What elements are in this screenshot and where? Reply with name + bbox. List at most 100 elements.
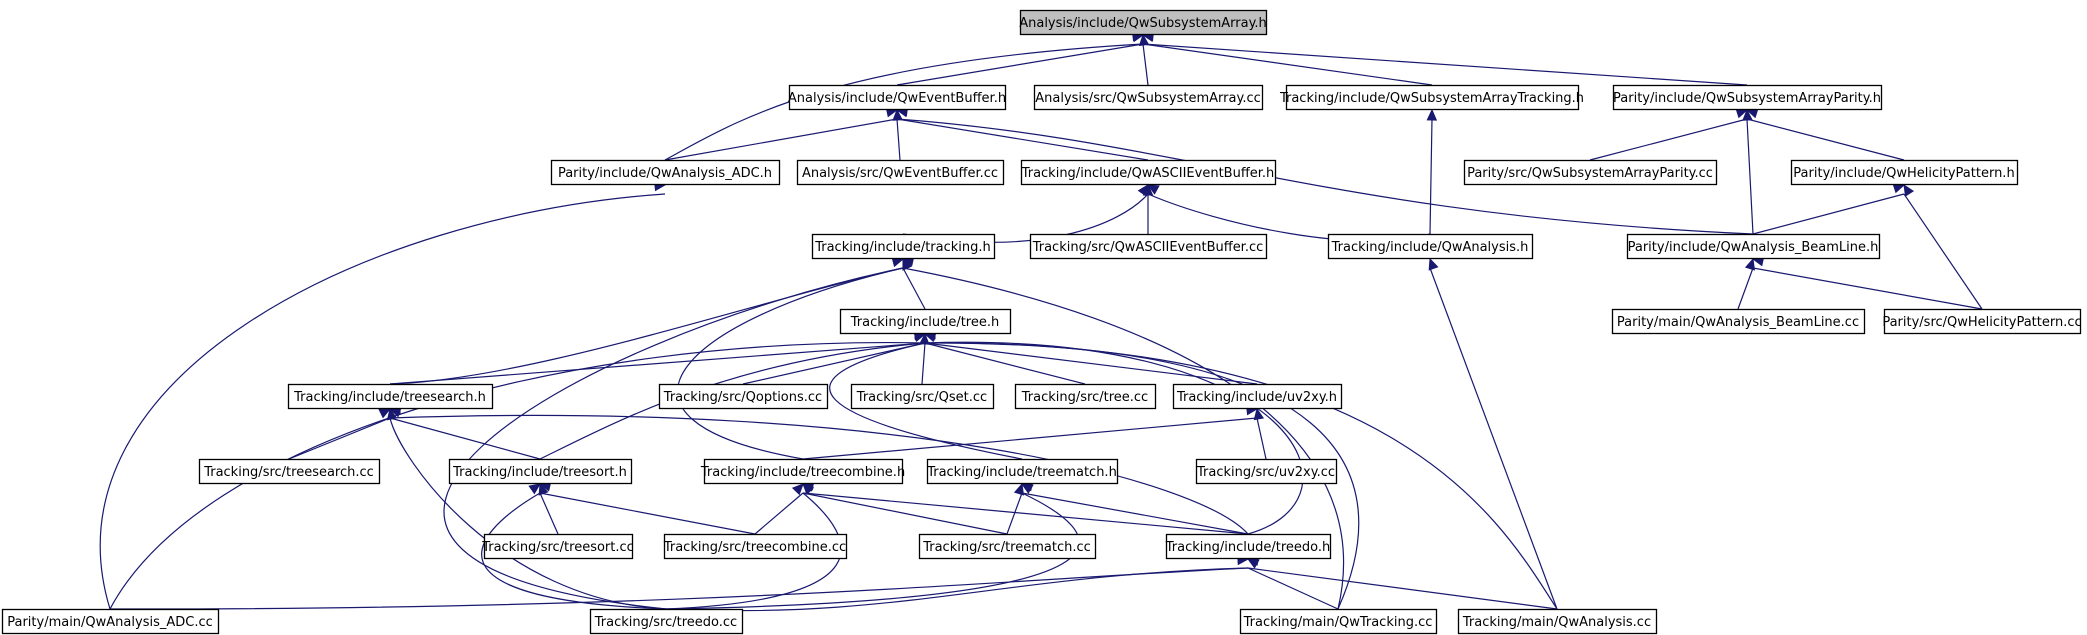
- node-label: Analysis/include/QwEventBuffer.h: [788, 91, 1006, 106]
- node-box[interactable]: [926, 458, 1119, 485]
- node-tracking-src-treesearch-cc[interactable]: Tracking/src/treesearch.cc: [198, 458, 381, 485]
- edge-n30-n25: [1020, 481, 1249, 535]
- node-tracking-src-treecombine-cc[interactable]: Tracking/src/treecombine.cc: [663, 533, 848, 560]
- node-box[interactable]: [448, 458, 633, 485]
- node-box[interactable]: [658, 383, 829, 410]
- node-tracking-src-treematch-cc[interactable]: Tracking/src/treematch.cc: [918, 533, 1097, 560]
- node-parity-src-qwhelicitypattern-cc[interactable]: Parity/src/QwHelicityPattern.cc: [1882, 308, 2082, 335]
- edge-n16-n13: [1751, 256, 1983, 310]
- node-box[interactable]: [1195, 458, 1338, 485]
- node-tracking-src-treedo-cc[interactable]: Tracking/src/treedo.cc: [589, 608, 744, 635]
- node-box[interactable]: [839, 308, 1012, 335]
- node-box[interactable]: [1019, 9, 1268, 36]
- node-tracking-include-treesearch-h[interactable]: Tracking/include/treesearch.h: [287, 383, 494, 410]
- node-parity-src-qwsubsystemarrayparity-cc[interactable]: Parity/src/QwSubsystemArrayParity.cc: [1463, 159, 1718, 186]
- node-tracking-include-treematch-h[interactable]: Tracking/include/treematch.h: [926, 458, 1119, 485]
- node-box[interactable]: [1327, 233, 1534, 260]
- edge-line: [1746, 118, 1905, 161]
- edge-n32-n17: [386, 407, 667, 610]
- node-tracking-include-treesort-h[interactable]: Tracking/include/treesort.h: [448, 458, 633, 485]
- node-analysis-src-qweventbuffer-cc[interactable]: Analysis/src/QwEventBuffer.cc: [796, 159, 1005, 186]
- edge-line: [924, 342, 1258, 385]
- arrowhead: [802, 483, 815, 496]
- node-box[interactable]: [918, 533, 1097, 560]
- node-box[interactable]: [1626, 233, 1881, 260]
- node-parity-main-qwanalysis-beamline-cc[interactable]: Parity/main/QwAnalysis_BeamLine.cc: [1611, 308, 1866, 335]
- node-box[interactable]: [550, 159, 781, 186]
- edge-line: [1746, 118, 1754, 235]
- node-box[interactable]: [796, 159, 1005, 186]
- node-box[interactable]: [1883, 308, 2082, 335]
- edge-n14-n10: [902, 257, 926, 310]
- node-parity-include-qwsubsystemarrayparity-h[interactable]: Parity/include/QwSubsystemArrayParity.h: [1612, 84, 1883, 111]
- arrowhead: [1013, 482, 1025, 496]
- node-tracking-include-qwanalysis-h[interactable]: Tracking/include/QwAnalysis.h: [1327, 233, 1534, 260]
- edge-n13-n4: [1742, 108, 1754, 235]
- node-tracking-include-tree-h[interactable]: Tracking/include/tree.h: [839, 308, 1012, 335]
- node-tracking-include-treecombine-h[interactable]: Tracking/include/treecombine.h: [700, 458, 905, 485]
- node-box[interactable]: [589, 608, 744, 635]
- edge-n34-n12: [1428, 257, 1558, 610]
- node-label: Tracking/src/QwASCIIEventBuffer.cc: [1032, 240, 1264, 255]
- node-tracking-include-uv2xy-h[interactable]: Tracking/include/uv2xy.h: [1172, 383, 1343, 410]
- arrowhead: [1138, 33, 1150, 46]
- node-tracking-include-qwsubsystemarraytracking-h[interactable]: Tracking/include/QwSubsystemArrayTrackin…: [1279, 84, 1584, 111]
- node-box[interactable]: [850, 383, 995, 410]
- node-tracking-include-treedo-h[interactable]: Tracking/include/treedo.h: [1165, 533, 1332, 560]
- node-box[interactable]: [1029, 233, 1268, 260]
- node-box[interactable]: [1285, 84, 1580, 111]
- node-box[interactable]: [1463, 159, 1718, 186]
- arrowhead: [1744, 257, 1756, 271]
- edge-line: [896, 118, 1149, 161]
- node-tracking-include-tracking-h[interactable]: Tracking/include/tracking.h: [811, 233, 996, 260]
- node-parity-include-qwhelicitypattern-h[interactable]: Parity/include/QwHelicityPattern.h: [1790, 159, 2019, 186]
- node-box[interactable]: [703, 458, 904, 485]
- edge-line: [99, 193, 666, 610]
- edge-n22-n17: [288, 408, 392, 460]
- edge-n12-n3: [1426, 108, 1438, 235]
- node-parity-include-qwanalysis-adc-h[interactable]: Parity/include/QwAnalysis_ADC.h: [550, 159, 781, 186]
- node-box[interactable]: [1457, 608, 1658, 635]
- node-box[interactable]: [1239, 608, 1438, 635]
- node-box[interactable]: [1611, 308, 1866, 335]
- node-tracking-src-qwasciieventbuffer-cc[interactable]: Tracking/src/QwASCIIEventBuffer.cc: [1029, 233, 1268, 260]
- node-tracking-src-qset-cc[interactable]: Tracking/src/Qset.cc: [850, 383, 995, 410]
- node-tracking-src-treesort-cc[interactable]: Tracking/src/treesort.cc: [481, 533, 634, 560]
- node-tracking-main-qwanalysis-cc[interactable]: Tracking/main/QwAnalysis.cc: [1457, 608, 1658, 635]
- node-tracking-include-qwasciieventbuffer-h[interactable]: Tracking/include/QwASCIIEventBuffer.h: [1020, 159, 1277, 186]
- node-label: Tracking/src/treecombine.cc: [663, 540, 846, 555]
- node-box[interactable]: [1172, 383, 1343, 410]
- arrowhead: [378, 408, 392, 419]
- edge-line: [443, 267, 904, 610]
- node-box[interactable]: [1165, 533, 1332, 560]
- node-parity-main-qwanalysis-adc-cc[interactable]: Parity/main/QwAnalysis_ADC.cc: [1, 608, 220, 635]
- node-tracking-src-uv2xy-cc[interactable]: Tracking/src/uv2xy.cc: [1195, 458, 1338, 485]
- node-box[interactable]: [1014, 383, 1157, 410]
- node-box[interactable]: [811, 233, 996, 260]
- node-box[interactable]: [1033, 84, 1264, 111]
- node-analysis-include-qwsubsystemarray-h[interactable]: Analysis/include/QwSubsystemArray.h: [1019, 9, 1268, 36]
- node-analysis-src-qwsubsystemarray-cc[interactable]: Analysis/src/QwSubsystemArray.cc: [1033, 84, 1264, 111]
- node-box[interactable]: [663, 533, 848, 560]
- node-label: Analysis/src/QwSubsystemArray.cc: [1035, 91, 1261, 106]
- node-tracking-src-tree-cc[interactable]: Tracking/src/tree.cc: [1014, 383, 1157, 410]
- node-box[interactable]: [287, 383, 494, 410]
- edge-line: [1737, 267, 1754, 310]
- arrowhead: [528, 483, 541, 495]
- edge-line: [802, 492, 1249, 535]
- node-label: Tracking/main/QwTracking.cc: [1243, 615, 1433, 630]
- node-parity-include-qwanalysis-beamline-h[interactable]: Parity/include/QwAnalysis_BeamLine.h: [1626, 233, 1881, 260]
- node-box[interactable]: [1790, 159, 2019, 186]
- node-box[interactable]: [1020, 159, 1277, 186]
- edge-line: [754, 492, 804, 535]
- node-box[interactable]: [483, 533, 634, 560]
- node-analysis-include-qweventbuffer-h[interactable]: Analysis/include/QwEventBuffer.h: [788, 84, 1007, 111]
- edge-line: [1247, 567, 1339, 610]
- node-box[interactable]: [1612, 84, 1883, 111]
- arrowhead: [1903, 183, 1915, 197]
- node-tracking-main-qwtracking-cc[interactable]: Tracking/main/QwTracking.cc: [1239, 608, 1438, 635]
- node-box[interactable]: [1, 608, 220, 635]
- node-box[interactable]: [198, 458, 381, 485]
- node-box[interactable]: [788, 84, 1007, 111]
- node-tracking-src-qoptions-cc[interactable]: Tracking/src/Qoptions.cc: [658, 383, 829, 410]
